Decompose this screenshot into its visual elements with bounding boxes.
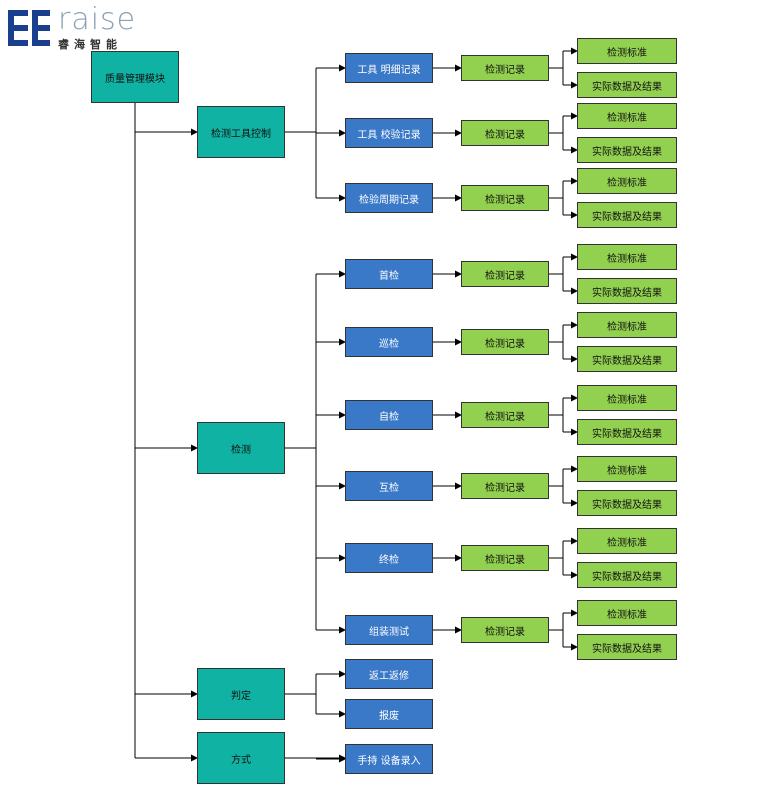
- sub-node: 互检: [345, 471, 433, 501]
- branch-node: 检测: [197, 422, 285, 474]
- leaf-node: 实际数据及结果: [577, 490, 677, 516]
- leaf-node: 实际数据及结果: [577, 202, 677, 228]
- leaf-node: 实际数据及结果: [577, 419, 677, 445]
- sub-node: 返工返修: [345, 659, 433, 689]
- leaf-node: 检测标准: [577, 600, 677, 626]
- record-node: 检测记录: [461, 185, 549, 211]
- sub-node: 检验周期记录: [345, 183, 433, 213]
- leaf-node: 检测标准: [577, 38, 677, 64]
- record-node: 检测记录: [461, 329, 549, 355]
- record-node: 检测记录: [461, 120, 549, 146]
- leaf-node: 实际数据及结果: [577, 278, 677, 304]
- record-node: 检测记录: [461, 545, 549, 571]
- leaf-node: 检测标准: [577, 456, 677, 482]
- sub-node: 手持 设备录入: [345, 744, 433, 774]
- root-node: 质量管理模块: [91, 51, 179, 103]
- sub-node: 终检: [345, 543, 433, 573]
- sub-node: 首检: [345, 259, 433, 289]
- record-node: 检测记录: [461, 617, 549, 643]
- record-node: 检测记录: [461, 473, 549, 499]
- leaf-node: 实际数据及结果: [577, 72, 677, 98]
- record-node: 检测记录: [461, 261, 549, 287]
- record-node: 检测记录: [461, 55, 549, 81]
- leaf-node: 实际数据及结果: [577, 634, 677, 660]
- logo-subtitle: 睿海智能: [58, 38, 122, 51]
- leaf-node: 实际数据及结果: [577, 562, 677, 588]
- sub-node: 组装测试: [345, 615, 433, 645]
- leaf-node: 实际数据及结果: [577, 346, 677, 372]
- branch-node: 检测工具控制: [197, 106, 285, 158]
- raise-logo-icon: [8, 10, 50, 46]
- leaf-node: 实际数据及结果: [577, 137, 677, 163]
- sub-node: 工具 明细记录: [345, 53, 433, 83]
- leaf-node: 检测标准: [577, 385, 677, 411]
- branch-node: 判定: [197, 668, 285, 720]
- sub-node: 报废: [345, 699, 433, 729]
- raise-logo: raise 睿海智能: [6, 2, 146, 51]
- leaf-node: 检测标准: [577, 103, 677, 129]
- leaf-node: 检测标准: [577, 312, 677, 338]
- leaf-node: 检测标准: [577, 244, 677, 270]
- leaf-node: 检测标准: [577, 168, 677, 194]
- sub-node: 巡检: [345, 327, 433, 357]
- leaf-node: 检测标准: [577, 528, 677, 554]
- record-node: 检测记录: [461, 402, 549, 428]
- sub-node: 工具 校验记录: [345, 118, 433, 148]
- branch-node: 方式: [197, 732, 285, 784]
- logo-wordmark: raise: [58, 2, 137, 37]
- sub-node: 自检: [345, 400, 433, 430]
